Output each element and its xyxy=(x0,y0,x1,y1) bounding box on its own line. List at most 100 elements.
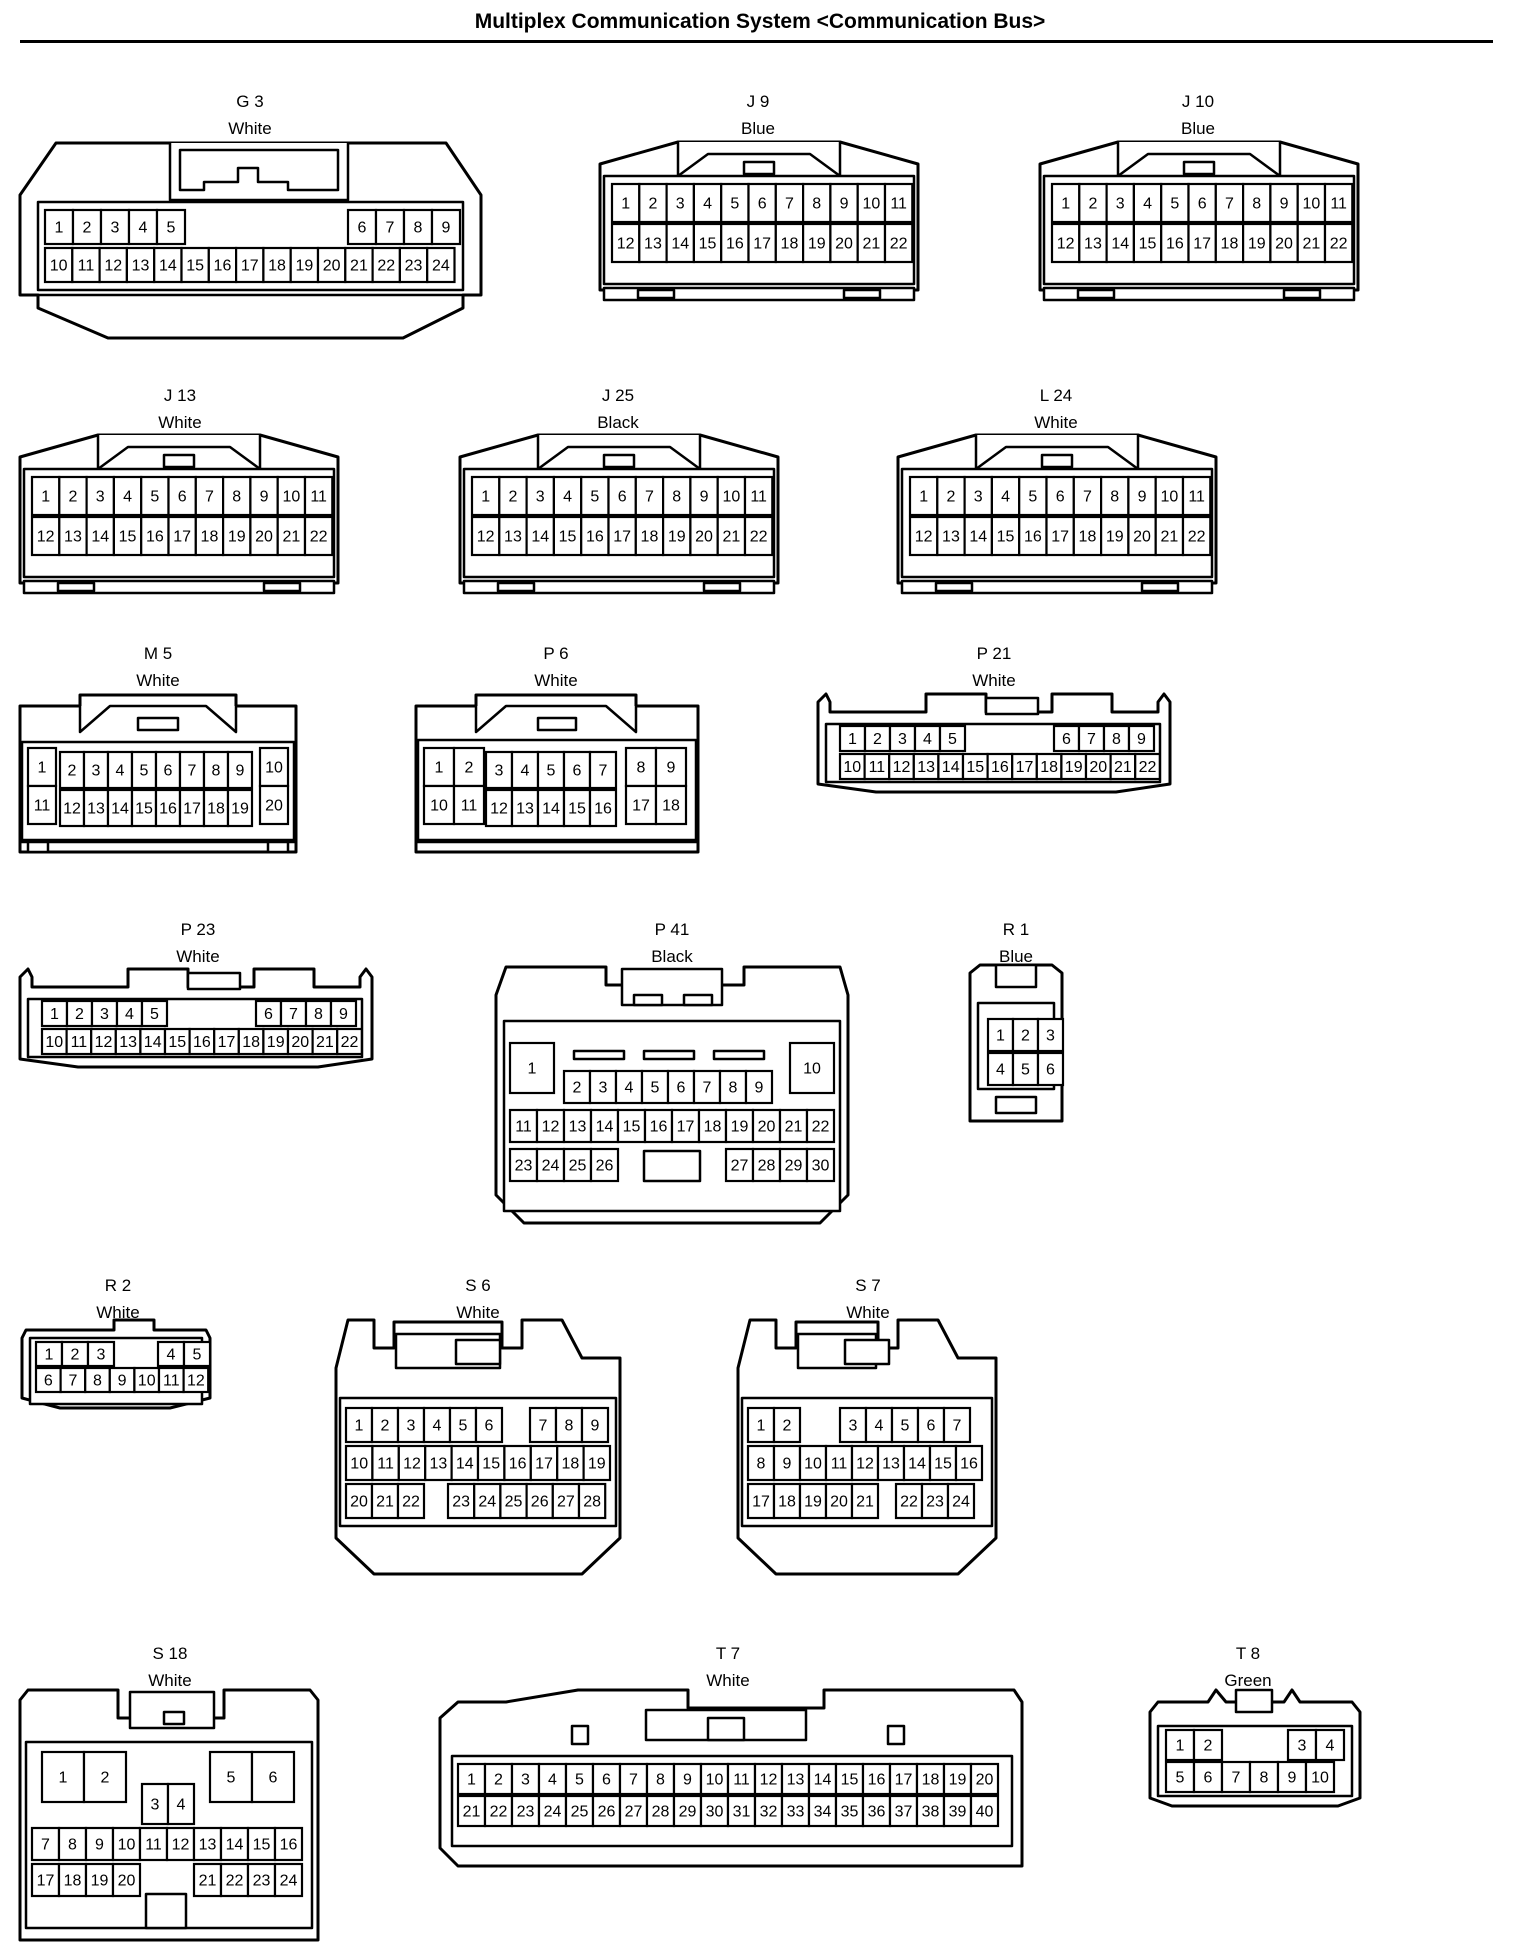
pin-number: 19 xyxy=(804,1494,822,1511)
pin-cavity: 1 xyxy=(986,1017,1015,1053)
pin-cavity: 21 xyxy=(856,222,887,264)
pin-cavity: 2 xyxy=(58,750,86,790)
pin-number: 6 xyxy=(1056,489,1065,506)
pin-cavity: 2 xyxy=(863,724,892,753)
pin-cavity: 22 xyxy=(1134,752,1161,781)
pin-cavity: 7 xyxy=(1214,182,1245,224)
pin-cavity: 9 xyxy=(654,746,688,788)
pin-cavity: 1 xyxy=(30,475,61,517)
pin-cavity: 1 xyxy=(40,999,69,1028)
pin-cavity: 24 xyxy=(537,1794,568,1828)
pin-cavity: 8 xyxy=(554,1406,584,1444)
pin-cavity: 6 xyxy=(747,182,777,224)
pin-cavity: 5 xyxy=(140,999,169,1028)
pin-cavity: 1 xyxy=(610,182,641,224)
pin-cavity: 4 xyxy=(692,182,723,224)
pin-number: 24 xyxy=(478,1494,496,1511)
pin-number: 26 xyxy=(598,1804,616,1821)
pin-cavity: 13 xyxy=(510,788,540,828)
pin-cavity: 13 xyxy=(936,515,966,557)
pin-number: 4 xyxy=(177,1797,186,1814)
pin-cavity: 7 xyxy=(374,208,406,246)
pin-number: 10 xyxy=(265,760,283,777)
pin-number: 12 xyxy=(1057,236,1075,253)
pin-cavity: 4 xyxy=(552,475,583,517)
pin-number: 9 xyxy=(700,489,709,506)
pin-cavity: 15 xyxy=(562,788,592,828)
pin-number: 25 xyxy=(571,1804,589,1821)
pin-number: 18 xyxy=(1040,759,1058,776)
pin-number: 18 xyxy=(562,1456,580,1473)
pin-number: 25 xyxy=(505,1494,523,1511)
pin-number: 13 xyxy=(64,529,82,546)
pin-cavity: 29 xyxy=(672,1794,703,1828)
pin-cavity: 18 xyxy=(654,784,688,826)
pin-cavity: 1 xyxy=(34,1340,64,1368)
pin-number: 10 xyxy=(282,489,300,506)
pin-cavity: 21 xyxy=(311,1027,339,1056)
pin-number: 14 xyxy=(671,236,689,253)
pin-number: 5 xyxy=(1021,1062,1030,1079)
pin-cavity: 14 xyxy=(1105,222,1135,264)
pin-number: 7 xyxy=(629,1772,638,1789)
pin-cavity: 19 xyxy=(802,222,832,264)
pin-cavity: 8 xyxy=(202,750,230,790)
pin-number: 6 xyxy=(1198,196,1207,213)
pin-number: 11 xyxy=(869,759,886,776)
pin-cavity: 2 xyxy=(71,208,103,246)
pin-number: 1 xyxy=(848,731,857,748)
connector-id: J 25 xyxy=(601,386,635,405)
pin-cavity: 3 xyxy=(888,724,917,753)
pin-number: 31 xyxy=(733,1804,751,1821)
pin-number: 15 xyxy=(934,1456,952,1473)
pin-number: 21 xyxy=(376,1494,394,1511)
pin-cavity: 12 xyxy=(753,1762,784,1796)
pin-number: 9 xyxy=(591,1418,600,1435)
pin-cavity: 26 xyxy=(591,1794,622,1828)
pin-cavity: 24 xyxy=(473,1482,502,1520)
pin-cavity: 6 xyxy=(607,475,637,517)
pin-cavity: 6 xyxy=(1052,724,1081,753)
pin-number: 16 xyxy=(1024,529,1042,546)
pin-number: 3 xyxy=(151,1797,160,1814)
pin-cavity: 4 xyxy=(913,724,942,753)
pin-number: 20 xyxy=(118,1873,136,1890)
pin-number: 29 xyxy=(785,1158,803,1175)
pin-number: 21 xyxy=(862,236,880,253)
pin-number: 6 xyxy=(164,763,173,780)
pin-number: 16 xyxy=(586,529,604,546)
pin-number: 5 xyxy=(901,1418,910,1435)
pin-cavity: 22 xyxy=(219,1862,250,1898)
pin-number: 15 xyxy=(135,801,153,818)
pin-number: 4 xyxy=(1143,196,1152,213)
pin-cavity: 20 xyxy=(286,1027,314,1056)
pin-cavity: 19 xyxy=(582,1444,612,1482)
pin-number: 20 xyxy=(1089,759,1107,776)
pin-cavity: 10 xyxy=(838,752,866,781)
pin-cavity: 40 xyxy=(969,1794,1000,1828)
pin-number: 2 xyxy=(648,196,657,213)
pin-number: 1 xyxy=(41,489,50,506)
pin-cavity: 6 xyxy=(254,999,283,1028)
pin-cavity: 38 xyxy=(915,1794,946,1828)
pin-number: 15 xyxy=(841,1772,859,1789)
pin-cavity: 4 xyxy=(156,1340,186,1368)
connector-id: J 10 xyxy=(1181,92,1215,111)
pin-number: 9 xyxy=(1280,196,1289,213)
pin-number: 2 xyxy=(573,1080,582,1097)
pin-number: 27 xyxy=(625,1804,643,1821)
pin-number: 20 xyxy=(835,236,853,253)
pin-number: 14 xyxy=(814,1772,832,1789)
pin-number: 7 xyxy=(645,489,654,506)
pin-cavity: 11 xyxy=(157,1366,185,1394)
connector-id: G 3 xyxy=(236,92,264,111)
pin-cavity: 10 xyxy=(276,475,307,517)
pin-cavity: 20 xyxy=(829,222,859,264)
pin-cavity: 25 xyxy=(562,1147,593,1183)
pin-number: 15 xyxy=(966,759,984,776)
